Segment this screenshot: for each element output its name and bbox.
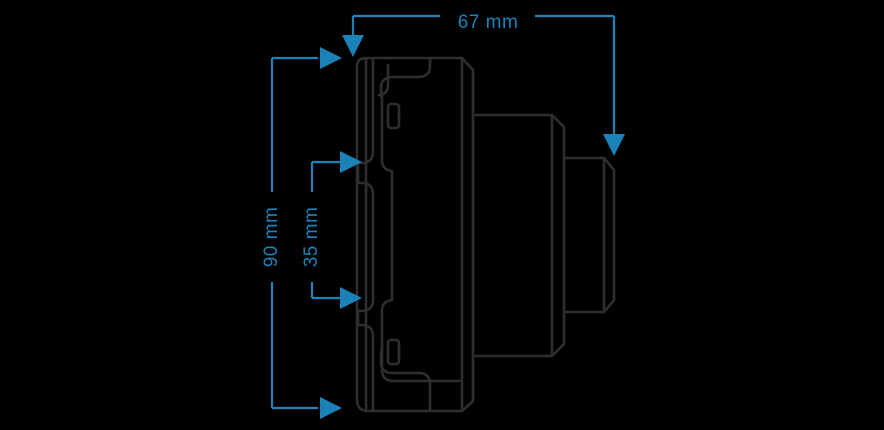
dimension-67mm	[351, 14, 616, 134]
front-face-inner-contour-bottom	[379, 350, 432, 411]
front-face-recess	[377, 63, 462, 383]
right-arrow-icon	[340, 287, 362, 309]
down-arrow-icon	[342, 35, 364, 57]
dimension-35mm	[310, 160, 340, 300]
dimension-label-67mm: 67 mm	[458, 12, 519, 33]
right-arrow-icon	[320, 47, 342, 69]
dimension-annotations	[270, 14, 616, 410]
device-outline	[355, 56, 616, 413]
right-arrow-icon	[320, 397, 342, 419]
lower-vent-slot	[386, 338, 401, 366]
down-arrow-icon	[603, 134, 625, 156]
dimension-label-90mm: 90 mm	[261, 207, 282, 268]
dimension-label-35mm: 35 mm	[301, 207, 322, 268]
housing-rear-block	[562, 156, 616, 314]
upper-vent-slot	[386, 102, 401, 130]
housing-mid-block	[471, 113, 566, 358]
din-rail-clip-profile	[356, 58, 375, 411]
front-face-inner-contour-top	[379, 58, 432, 98]
housing-front-outer	[355, 56, 475, 413]
dimension-90mm	[270, 56, 318, 410]
